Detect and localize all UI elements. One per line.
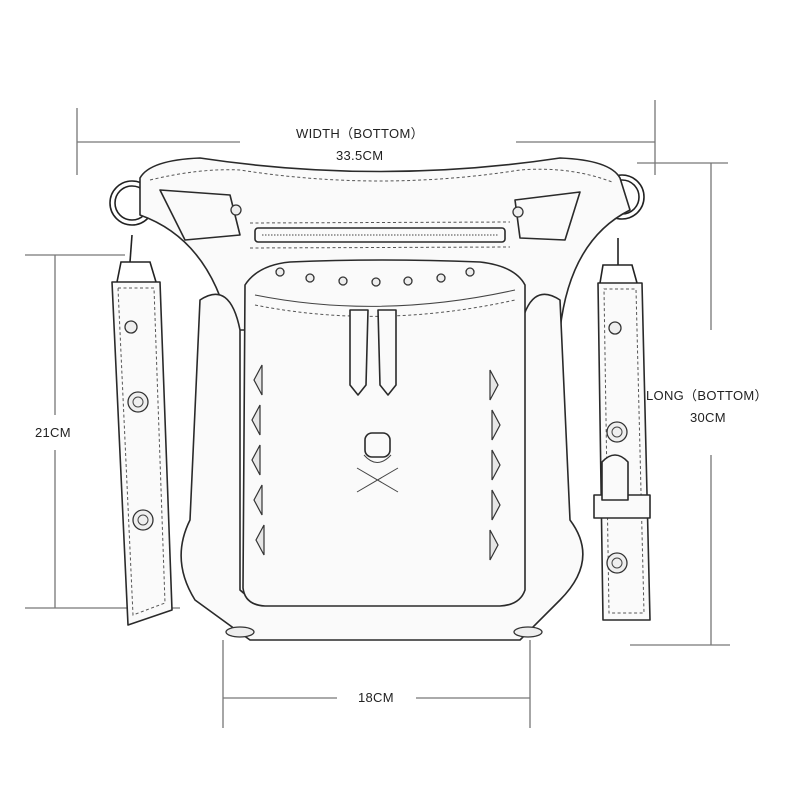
studs-row: [275, 267, 475, 287]
long-title: LONG（BOTTOM）: [646, 388, 768, 403]
bottom-value: 18CM: [358, 690, 394, 705]
height-value: 21CM: [35, 425, 71, 440]
skull-emblem-icon: [356, 432, 399, 493]
zipper-pull-right: [377, 309, 397, 396]
zipper-pull-left: [349, 309, 369, 396]
width-title: WIDTH（BOTTOM）: [296, 126, 424, 141]
right-strap: [593, 238, 651, 621]
long-dimension-lines: [630, 162, 730, 646]
spikes-left: [251, 364, 265, 556]
left-strap: [111, 234, 173, 626]
bottom-dimension-lines: [222, 640, 531, 728]
bag-sketch: [109, 157, 651, 641]
spikes-right: [489, 369, 501, 561]
width-value: 33.5CM: [336, 148, 384, 163]
long-value: 30CM: [690, 410, 726, 425]
